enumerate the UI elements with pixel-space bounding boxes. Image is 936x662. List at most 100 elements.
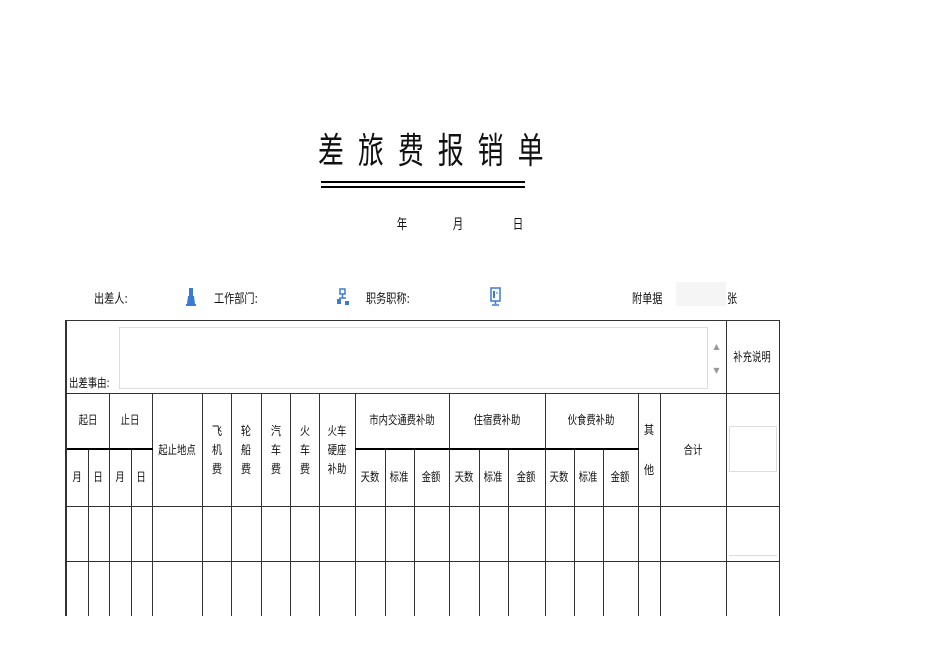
route-cell[interactable] bbox=[151, 561, 203, 616]
meals-standard-header: 标准 bbox=[573, 447, 604, 507]
lodging-label: 住宿费补助 bbox=[473, 413, 521, 428]
start-day-cell[interactable] bbox=[87, 561, 110, 616]
attachments-count-input[interactable] bbox=[676, 282, 726, 306]
train-seat-subsidy-line2: 硬座 bbox=[327, 442, 347, 457]
local-amount-header: 金额 bbox=[413, 447, 450, 507]
standard-label: 标准 bbox=[484, 470, 503, 485]
train-seat-subsidy-line1: 火车 bbox=[327, 423, 347, 438]
meals-amount-cell[interactable] bbox=[602, 506, 639, 562]
position-label: 职务职称: bbox=[366, 292, 410, 307]
train-fare-cell[interactable] bbox=[289, 561, 320, 616]
standard-label: 标准 bbox=[579, 470, 598, 485]
amount-label: 金额 bbox=[611, 470, 630, 485]
ship-fare-cell[interactable] bbox=[230, 561, 262, 616]
meals-standard-cell[interactable] bbox=[573, 506, 604, 562]
lodging-days-cell[interactable] bbox=[448, 561, 480, 616]
lodging-days-header: 天数 bbox=[448, 447, 480, 507]
supplement-cell[interactable] bbox=[725, 393, 780, 507]
airfare-header: 飞机费 bbox=[201, 393, 232, 507]
lodging-standard-header: 标准 bbox=[478, 447, 509, 507]
local-days-cell[interactable] bbox=[354, 561, 386, 616]
total-cell[interactable] bbox=[659, 561, 727, 616]
train-seat-subsidy-line3: 补助 bbox=[327, 461, 347, 476]
reason-textarea[interactable] bbox=[119, 327, 708, 389]
attachments-unit: 张 bbox=[727, 292, 738, 307]
supplement-cell[interactable] bbox=[725, 561, 780, 616]
start-day-cell[interactable] bbox=[87, 506, 110, 562]
local-days-cell[interactable] bbox=[354, 506, 386, 562]
meals-days-header: 天数 bbox=[544, 447, 575, 507]
person-icon[interactable] bbox=[184, 287, 198, 307]
local-amount-cell[interactable] bbox=[413, 561, 450, 616]
supplement-cell[interactable] bbox=[725, 506, 780, 562]
expense-table: 出差事由: ▲ ▼ 补充说明 起日 止日 起止地点 飞机费 轮船费 汽车费 火车… bbox=[65, 320, 780, 616]
ship-fare-header: 轮船费 bbox=[230, 393, 262, 507]
local-standard-header: 标准 bbox=[384, 447, 415, 507]
train-fare-label: 火车费 bbox=[299, 423, 310, 476]
supplement-inner-box[interactable] bbox=[728, 426, 777, 472]
lodging-header: 住宿费补助 bbox=[448, 393, 546, 449]
meals-days-cell[interactable] bbox=[544, 506, 575, 562]
route-cell[interactable] bbox=[151, 506, 203, 562]
train-seat-subsidy-cell[interactable] bbox=[318, 561, 356, 616]
bus-fare-cell[interactable] bbox=[260, 506, 291, 562]
badge-icon[interactable] bbox=[489, 287, 503, 307]
traveler-field[interactable] bbox=[140, 284, 180, 308]
amount-label: 金额 bbox=[517, 470, 536, 485]
day-label: 日 bbox=[136, 470, 147, 485]
end-month-header: 月 bbox=[108, 447, 132, 507]
meals-days-cell[interactable] bbox=[544, 561, 575, 616]
end-day-cell[interactable] bbox=[130, 561, 153, 616]
train-seat-subsidy-cell[interactable] bbox=[318, 506, 356, 562]
department-label: 工作部门: bbox=[214, 292, 258, 307]
train-fare-header: 火车费 bbox=[289, 393, 320, 507]
airfare-cell[interactable] bbox=[201, 506, 232, 562]
meals-standard-cell[interactable] bbox=[573, 561, 604, 616]
start-month-header: 月 bbox=[65, 447, 89, 507]
other-cell[interactable] bbox=[637, 506, 661, 562]
month-label: 月 bbox=[115, 470, 125, 485]
local-transport-label: 市内交通费补助 bbox=[369, 413, 435, 428]
end-month-cell[interactable] bbox=[108, 561, 132, 616]
department-field[interactable] bbox=[262, 284, 332, 308]
traveler-label: 出差人: bbox=[94, 292, 128, 307]
local-amount-cell[interactable] bbox=[413, 506, 450, 562]
start-month-cell[interactable] bbox=[65, 506, 89, 562]
end-date-header: 止日 bbox=[108, 393, 153, 449]
meals-amount-header: 金额 bbox=[602, 447, 639, 507]
supplement-label: 补充说明 bbox=[733, 349, 772, 364]
start-month-cell[interactable] bbox=[65, 561, 89, 616]
train-fare-cell[interactable] bbox=[289, 506, 320, 562]
month-label: 月 bbox=[452, 217, 464, 233]
lodging-standard-cell[interactable] bbox=[478, 561, 509, 616]
meals-amount-cell[interactable] bbox=[602, 561, 639, 616]
lodging-days-cell[interactable] bbox=[448, 506, 480, 562]
ship-fare-cell[interactable] bbox=[230, 506, 262, 562]
ship-fare-label: 轮船费 bbox=[240, 423, 252, 476]
org-chart-icon[interactable] bbox=[336, 287, 350, 307]
title-underline-double bbox=[321, 186, 525, 188]
scroll-up-icon[interactable]: ▲ bbox=[713, 342, 720, 351]
bus-fare-label: 汽车费 bbox=[270, 423, 281, 476]
local-standard-cell[interactable] bbox=[384, 506, 415, 562]
bus-fare-header: 汽车费 bbox=[260, 393, 291, 507]
total-cell[interactable] bbox=[659, 506, 727, 562]
train-seat-subsidy-header: 火车 硬座 补助 bbox=[318, 393, 356, 507]
position-field[interactable] bbox=[414, 284, 484, 308]
scroll-down-icon[interactable]: ▼ bbox=[713, 366, 720, 375]
bus-fare-cell[interactable] bbox=[260, 561, 291, 616]
lodging-amount-cell[interactable] bbox=[507, 506, 546, 562]
day-label: 日 bbox=[512, 217, 524, 233]
airfare-cell[interactable] bbox=[201, 561, 232, 616]
local-standard-cell[interactable] bbox=[384, 561, 415, 616]
total-label: 合计 bbox=[683, 442, 703, 457]
end-month-cell[interactable] bbox=[108, 506, 132, 562]
other-cell[interactable] bbox=[637, 561, 661, 616]
end-day-cell[interactable] bbox=[130, 506, 153, 562]
start-date-header: 起日 bbox=[65, 393, 110, 449]
end-day-header: 日 bbox=[130, 447, 153, 507]
lodging-standard-cell[interactable] bbox=[478, 506, 509, 562]
meals-header: 伙食费补助 bbox=[544, 393, 639, 449]
lodging-amount-cell[interactable] bbox=[507, 561, 546, 616]
days-label: 天数 bbox=[360, 470, 380, 485]
